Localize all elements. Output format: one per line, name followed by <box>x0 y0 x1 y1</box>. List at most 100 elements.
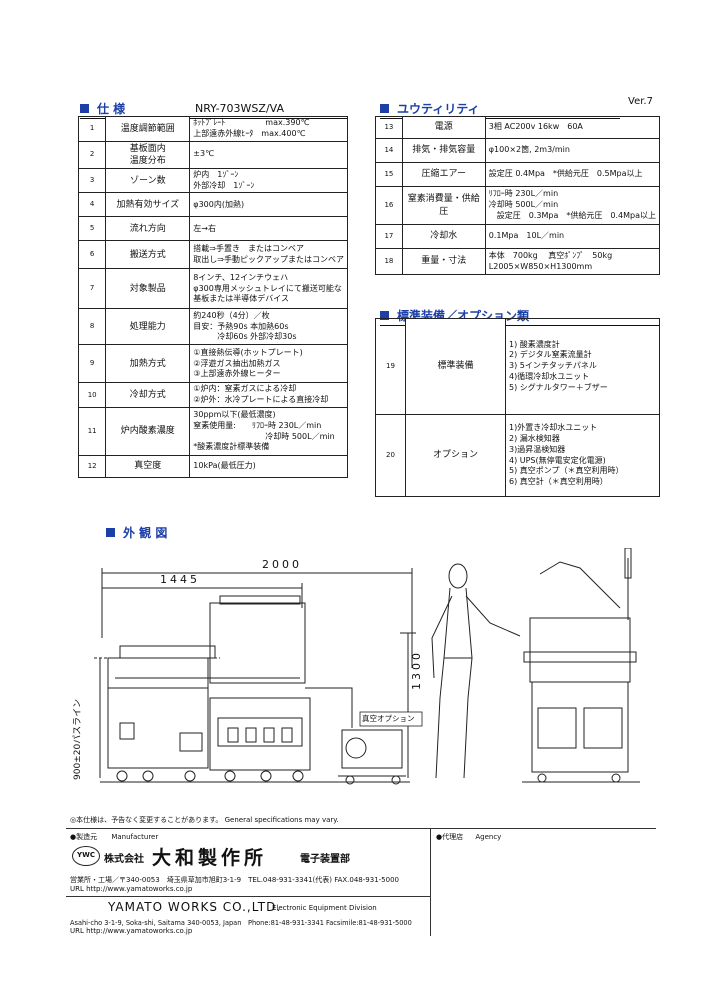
row-value-line: ②炉外：水冷プレートによる直接冷却 <box>193 395 329 405</box>
row-number: 1 <box>77 116 107 142</box>
bullet-square-icon <box>380 104 389 113</box>
row-value-line: 冷却時 500L／min <box>193 431 335 441</box>
row-value-line: 設定圧 0.4Mpa *供給元圧 0.5Mpa以上 <box>488 169 643 179</box>
row-item: ゾーン数 <box>105 167 191 194</box>
version-label: Ver.7 <box>628 96 653 107</box>
row-value: 10kPa(最低圧力) <box>189 455 348 479</box>
row-value-line: 窒素使用量: ﾘﾌﾛｰ時 230L／min <box>193 420 322 430</box>
row-value: 左→右 <box>189 216 348 242</box>
url-jp: URL http://www.yamatoworks.co.jp <box>70 885 193 893</box>
row-value-line: 10kPa(最低圧力) <box>193 461 256 471</box>
row-number: 19 <box>375 318 406 415</box>
row-value-line: 2) 漏水検知器 <box>509 433 560 443</box>
maker-label-en: Manufacturer <box>111 833 159 841</box>
row-value-line: ③上部遠赤外線ヒーター <box>193 369 281 379</box>
row-value-line: 1) 酸素濃度計 <box>509 339 560 349</box>
address-en: Asahi-cho 3-1-9, Soka-shi, Saitama 340-0… <box>70 919 412 927</box>
company-prefix: 株式会社 <box>104 854 144 865</box>
row-value: φ300内(加熱) <box>189 192 348 218</box>
bullet-square-icon <box>80 104 89 113</box>
row-number: 17 <box>375 224 403 249</box>
bullet-square-icon <box>106 528 115 537</box>
row-number: 16 <box>375 186 403 225</box>
maker-label: ●製造元 Manufacturer <box>70 832 158 842</box>
row-value: ±3℃ <box>189 140 348 169</box>
row-number: 13 <box>375 116 403 139</box>
row-item: 排気・排気容量 <box>401 138 486 163</box>
row-item: 真空度 <box>105 455 191 479</box>
row-value-line: 3) 5インチタッチパネル <box>509 361 597 371</box>
row-value: 炉内 1ｿﾞｰﾝ外部冷却 1ｿﾞｰﾝ <box>189 167 348 194</box>
row-number: 2 <box>77 140 107 169</box>
row-number: 3 <box>77 167 107 194</box>
row-item: オプション <box>405 414 506 497</box>
human-figure <box>431 563 521 779</box>
appearance-header: 外 観 図 <box>106 524 167 541</box>
agency-label-en: Agency <box>475 833 502 841</box>
machine-drawing <box>94 548 640 785</box>
division-name: 電子装置部 <box>300 854 350 865</box>
row-value-line: 8インチ、12インチウェハ <box>193 272 289 282</box>
row-value: 設定圧 0.4Mpa *供給元圧 0.5Mpa以上 <box>484 162 661 187</box>
dim-passline-label: 900±20パスライン <box>73 698 83 780</box>
row-value-line: 6) 真空計（＊真空利用時） <box>509 477 608 487</box>
row-number: 8 <box>77 308 107 346</box>
dim-total-label: 2000 <box>262 558 302 571</box>
row-value-line: *酸素濃度計標準装備 <box>193 442 270 452</box>
spec-change-note: ◎本仕様は、予告なく変更することがあります。 General specifica… <box>70 816 339 824</box>
url-en: URL http://www.yamatoworks.co.jp <box>70 927 193 935</box>
row-item: 炉内酸素濃度 <box>105 407 191 457</box>
row-value-line: 本体 700kg 真空ﾎﾟﾝﾌﾟ 50kg <box>488 250 613 260</box>
division-en: Electronic Equipment Division <box>272 904 377 912</box>
row-item: 重量・寸法 <box>401 248 486 275</box>
row-item: 圧縮エアー <box>401 162 486 187</box>
row-value-line: 基板または半導体デバイス <box>193 294 290 304</box>
row-item: 基板面内 温度分布 <box>105 140 191 169</box>
row-value-line: 1)外置き冷却水ユニット <box>509 423 598 433</box>
row-value-line: 4)循環冷却水ユニット <box>509 371 590 381</box>
row-item: 流れ方向 <box>105 216 191 242</box>
row-value-line: ﾎｯﾄﾌﾟﾚｰﾄ max.390℃ <box>193 118 310 127</box>
row-value-line: 上部遠赤外線ﾋｰﾀ max.400℃ <box>193 128 306 138</box>
row-value-line: L2005×W850×H1300mm <box>488 261 593 271</box>
dim-left-label: 1445 <box>160 573 200 586</box>
row-value: 搭載⇒手置き またはコンベア取出し⇒手動ピックアップまたはコンベア <box>189 240 348 270</box>
row-number: 10 <box>77 382 107 409</box>
vacuum-option-label: 真空オプション <box>362 714 415 723</box>
row-value-line: 左→右 <box>193 223 216 233</box>
row-value-line: 3)過昇温検知器 <box>509 444 566 454</box>
row-value-line: ②浮遊ガス抽出加熱ガス <box>193 358 281 368</box>
row-number: 5 <box>77 216 107 242</box>
maker-label-jp: ●製造元 <box>70 833 98 841</box>
row-number: 11 <box>77 407 107 457</box>
row-number: 9 <box>77 344 107 384</box>
row-value-line: ﾘﾌﾛｰ時 230L／min <box>488 189 559 199</box>
row-value-line: φ300内(加熱) <box>193 199 245 209</box>
row-value-line: 4) UPS(無停電安定化電源) <box>509 455 606 465</box>
row-value-line: 2) デジタル窒素流量計 <box>509 350 592 360</box>
